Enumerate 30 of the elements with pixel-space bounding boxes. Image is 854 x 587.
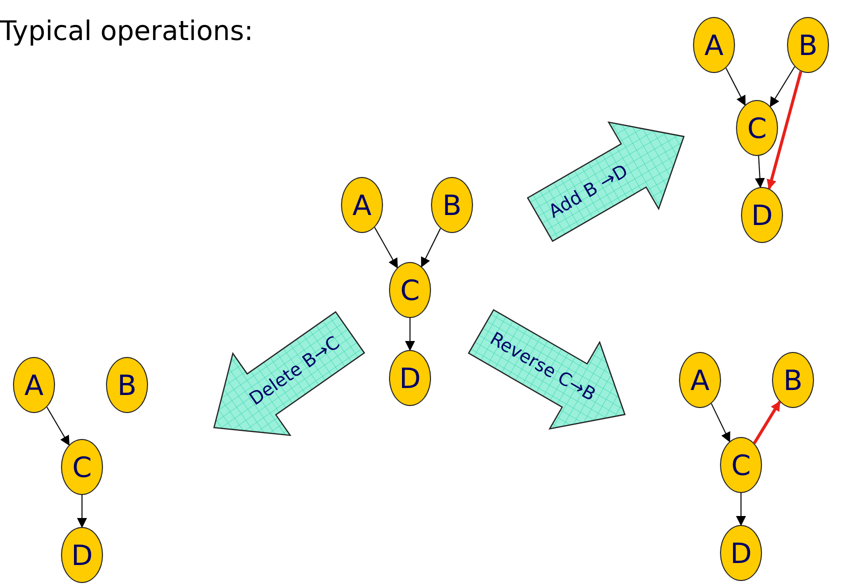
arrow: [766, 70, 802, 190]
graph-node: C: [736, 100, 778, 156]
arrow: [753, 400, 781, 444]
arrow: [405, 318, 415, 351]
graph-node: D: [389, 350, 431, 406]
graph-node: B: [106, 357, 148, 413]
graph-node: A: [693, 17, 735, 73]
arrow: [710, 403, 730, 442]
graph-node: D: [741, 187, 783, 243]
arrow: [770, 66, 796, 108]
arrow: [725, 68, 746, 106]
arrow: [754, 155, 765, 188]
title: Typical operations:: [0, 16, 254, 47]
arrow: [421, 228, 441, 268]
graph-node: A: [13, 357, 55, 413]
graph-node: B: [787, 17, 829, 73]
graph-node: A: [341, 177, 383, 233]
arrow: [374, 226, 398, 268]
graph-node: B: [772, 352, 814, 408]
graph-node: D: [61, 527, 103, 583]
arrow: [46, 406, 70, 446]
graph-node: D: [720, 525, 762, 581]
arrow: [736, 492, 746, 526]
graph-node: C: [389, 262, 431, 318]
graph-node: A: [679, 352, 721, 408]
graph-node: C: [720, 437, 762, 493]
arrow-label: Add B →D: [545, 160, 632, 223]
graph-node: C: [61, 439, 103, 495]
arrow: [77, 494, 87, 528]
graph-node: B: [431, 177, 473, 233]
